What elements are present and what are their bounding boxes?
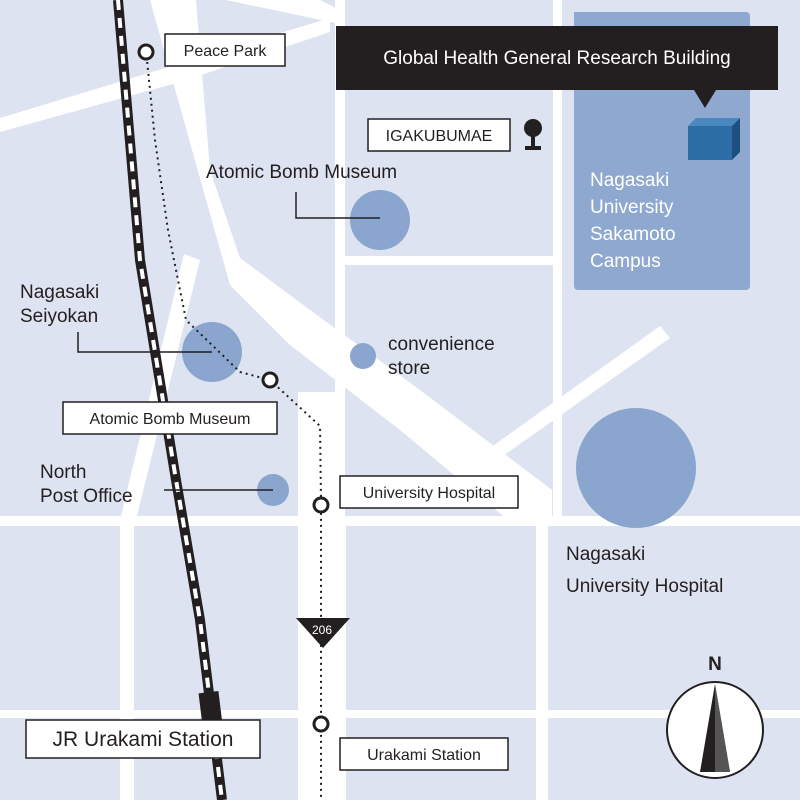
tram-stop-icon [261, 371, 279, 389]
global-health-banner [336, 26, 778, 90]
convenience-store-label-line-1: convenience [388, 334, 495, 355]
urakami-stop-label: Urakami Station [367, 747, 481, 764]
route-shield-icon: 206 [296, 618, 350, 648]
seiyokan-label-line-2: Seiyokan [20, 306, 98, 327]
seiyokan-label-line-1: Nagasaki [20, 282, 99, 303]
building-icon [688, 118, 740, 160]
seiyokan-leader-line [77, 332, 212, 353]
road-vertical-right [553, 0, 562, 520]
road-bottom-horizontal [0, 516, 800, 526]
jr-railway [113, 0, 227, 800]
route-number-label: 206 [312, 623, 332, 637]
north-label: N [708, 654, 722, 675]
campus-label-line-2: University [590, 197, 674, 218]
road-mid-horizontal [340, 256, 560, 265]
road-east-diagonal [490, 326, 670, 458]
museum-leader-line [295, 192, 380, 219]
atomic-bomb-museum-poi-marker [350, 190, 410, 250]
campus-label-line-4: Campus [590, 251, 661, 272]
north-post-office-label-line-1: North [40, 462, 86, 483]
compass-icon: N [666, 654, 764, 779]
igakubumae-label-box [367, 118, 511, 152]
road-vertical-center [335, 0, 345, 520]
north-post-office-label-line-2: Post Office [40, 486, 133, 507]
convenience-store-label-line-2: store [388, 358, 430, 379]
road-lower-horizontal [0, 710, 800, 718]
leader-lines [77, 192, 380, 491]
peace-park-label-box [164, 33, 286, 67]
road-vertical-far-right [536, 500, 548, 800]
global-health-label: Global Health General Research Building [383, 48, 730, 69]
tram-stop-icon [312, 496, 330, 514]
peace-park-label: Peace Park [184, 43, 268, 60]
tram-stop-icon [312, 715, 330, 733]
hospital-marker [576, 408, 696, 528]
tram-stop-icon [137, 43, 155, 61]
campus-label-line-1: Nagasaki [590, 170, 669, 191]
urakami-stop-box [339, 737, 509, 771]
jr-station-label-box [25, 719, 261, 759]
hospital-label-line-1: Nagasaki [566, 544, 645, 565]
road-main-lower [298, 392, 342, 800]
atomic-bomb-museum-stop-label: Atomic Bomb Museum [90, 411, 251, 428]
convenience-store-marker [350, 343, 376, 369]
jr-station-label: JR Urakami Station [53, 728, 234, 751]
bus-stop-icon [524, 119, 542, 150]
university-hospital-stop-box [339, 475, 519, 509]
igakubumae-label: IGAKUBUMAE [386, 128, 493, 145]
road-northeast-diagonal [210, 0, 340, 24]
atomic-bomb-museum-stop-box [62, 401, 278, 435]
university-hospital-stop-label: University Hospital [363, 485, 495, 502]
global-health-banner-pointer [694, 90, 716, 108]
campus-label-line-3: Sakamoto [590, 224, 676, 245]
hospital-label-line-2: University Hospital [566, 576, 723, 597]
atomic-bomb-museum-poi-label: Atomic Bomb Museum [206, 162, 397, 183]
tram-route-line [145, 49, 322, 800]
